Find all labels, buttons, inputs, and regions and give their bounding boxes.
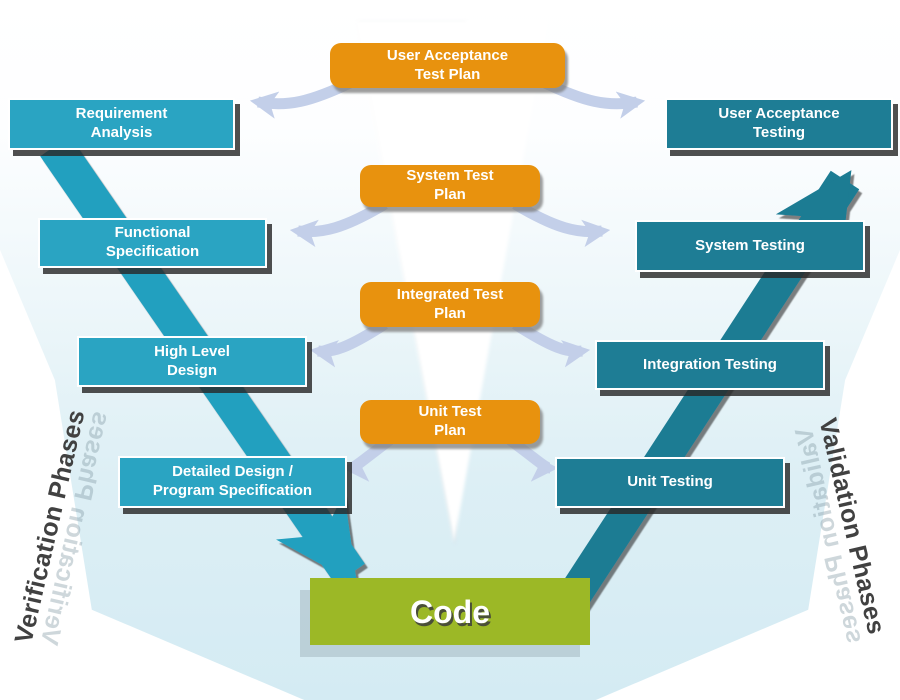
phase-label: Integration Testing xyxy=(643,355,777,373)
utp-left-arrow xyxy=(341,435,394,482)
plan-label-line2: Plan xyxy=(434,186,466,203)
box-system-test-plan: System Test Plan xyxy=(360,165,540,207)
phase-label-line1: User Acceptance xyxy=(718,105,840,123)
box-user-acceptance-testing: User Acceptance Testing xyxy=(665,98,893,150)
phase-label-line2: Specification xyxy=(105,243,200,260)
code-label: Code xyxy=(410,593,490,630)
itp-right-arrow xyxy=(512,319,591,368)
box-detailed-design-program-specification: Detailed Design / Program Specification xyxy=(118,456,347,508)
phase-label: System Testing xyxy=(695,236,805,254)
box-high-level-design: High Level Design xyxy=(77,336,307,387)
plan-label-line2: Test Plan xyxy=(414,65,481,83)
phase-label-line1: Functional xyxy=(114,224,191,242)
box-unit-testing: Unit Testing xyxy=(555,457,785,508)
plan-label-line2: Plan xyxy=(434,304,466,322)
box-integrated-test-plan: Integrated Test Plan xyxy=(360,282,540,327)
itp-left-arrow xyxy=(309,319,388,368)
stp-left-arrow xyxy=(289,199,388,248)
white-wedge xyxy=(354,20,548,543)
phase-label-line2: Analysis xyxy=(90,124,153,141)
stp-right-arrow xyxy=(512,199,611,248)
plan-label-line1: User Acceptance xyxy=(386,46,509,64)
box-unit-test-plan: Unit Test Plan xyxy=(360,400,540,444)
phase-label-line1: Requirement xyxy=(75,105,168,123)
phase-label-line2: Testing xyxy=(752,124,806,141)
plan-label-line1: Unit Test xyxy=(418,403,482,421)
box-integration-testing: Integration Testing xyxy=(595,340,825,390)
box-user-acceptance-test-plan: User Acceptance Test Plan xyxy=(330,43,565,88)
utp-right-arrow xyxy=(506,435,559,482)
phase-label-line1: Detailed Design / xyxy=(172,463,293,481)
box-requirement-analysis: Requirement Analysis xyxy=(8,98,235,150)
box-code: Code xyxy=(310,578,590,645)
plan-label-line1: Integrated Test xyxy=(396,285,504,303)
phase-label-line2: Program Specification xyxy=(152,482,313,499)
phase-label-line2: Design xyxy=(166,361,217,379)
box-system-testing: System Testing xyxy=(635,220,865,272)
plan-label-line1: System Test xyxy=(406,167,494,185)
plan-label-line2: Plan xyxy=(434,422,466,439)
phase-label-line1: High Level xyxy=(154,342,230,360)
box-functional-specification: Functional Specification xyxy=(38,218,267,268)
phase-label: Unit Testing xyxy=(627,473,713,491)
